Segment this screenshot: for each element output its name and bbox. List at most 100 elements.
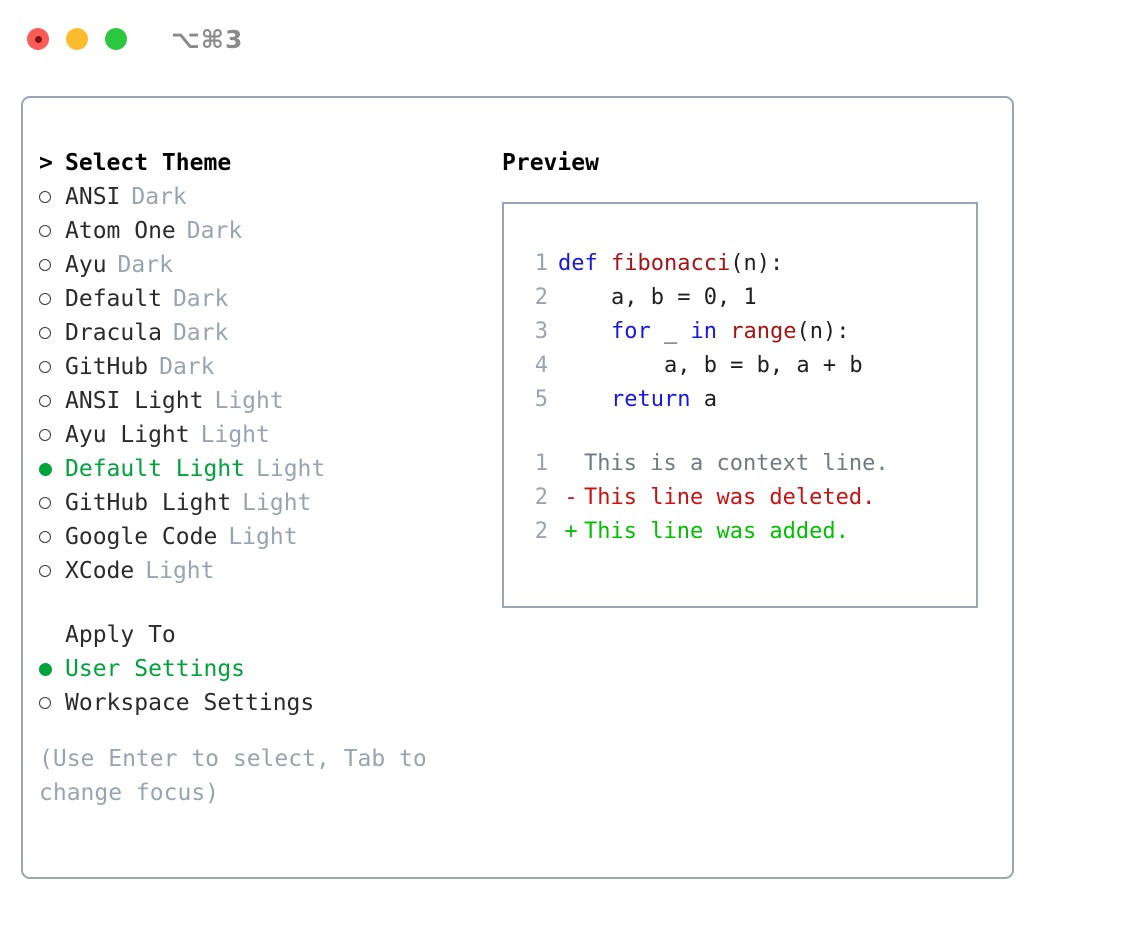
title-bar: ⌥⌘3: [0, 0, 1140, 78]
theme-list-item[interactable]: Ayu Dark: [39, 248, 469, 282]
radio-unselected-icon: [39, 395, 65, 407]
code-line-number: 2: [534, 284, 548, 310]
apply-to-option[interactable]: Workspace Settings: [39, 686, 469, 720]
diff-marker: [558, 451, 584, 476]
bullet-shape: [39, 293, 51, 305]
apply-to-label: Workspace Settings: [65, 690, 315, 716]
theme-appearance-tag: Dark: [186, 218, 243, 244]
radio-unselected-icon: [39, 531, 65, 543]
theme-appearance-tag: Dark: [131, 184, 187, 210]
bullet-shape: [39, 429, 51, 441]
theme-appearance-tag: Light: [214, 388, 284, 414]
bullet-shape: [39, 225, 51, 237]
code-token: return: [610, 386, 691, 412]
theme-list-item[interactable]: Atom One Dark: [39, 214, 469, 248]
minimize-button[interactable]: [66, 28, 88, 50]
diff-line-text: This is a context line.: [584, 450, 889, 476]
diff-line: 1 This is a context line.: [504, 446, 976, 480]
code-line: 1 def fibonacci(n):: [504, 246, 976, 280]
theme-appearance-tag: Light: [256, 456, 326, 482]
diff-line-number: 1: [534, 450, 548, 476]
code-token: for: [610, 318, 651, 344]
code-token: (n):: [730, 250, 784, 276]
code-token: [558, 319, 611, 344]
radio-unselected-icon: [39, 259, 65, 271]
maximize-button[interactable]: [105, 28, 127, 50]
bullet-shape: [39, 191, 51, 203]
diff-spacer: [504, 416, 976, 446]
code-token: fibonacci: [610, 250, 731, 276]
bullet-shape: [39, 565, 51, 577]
bullet-shape: [39, 497, 51, 509]
code-token: _: [650, 318, 691, 344]
theme-name: ANSI: [65, 184, 121, 210]
radio-selected-icon: [39, 662, 65, 676]
code-token: range: [730, 318, 797, 344]
select-theme-header: > Select Theme: [39, 146, 469, 180]
preview-title: Preview: [502, 150, 599, 176]
apply-to-option[interactable]: User Settings: [39, 652, 469, 686]
diff-line-text: This line was added.: [584, 518, 849, 544]
theme-name: GitHub: [65, 354, 149, 380]
theme-name: Ayu Light: [65, 422, 190, 448]
radio-unselected-icon: [39, 225, 65, 237]
theme-appearance-tag: Dark: [159, 354, 215, 380]
close-button[interactable]: [27, 28, 49, 50]
bullet-shape: [39, 395, 51, 407]
bullet-shape: [39, 662, 52, 676]
code-line: 4 a, b = b, a + b: [504, 348, 976, 382]
caret-icon: >: [39, 150, 53, 176]
code-token: (n):: [796, 318, 850, 344]
radio-unselected-icon: [39, 361, 65, 373]
radio-unselected-icon: [39, 429, 65, 441]
theme-name: Ayu: [65, 252, 107, 278]
theme-appearance-tag: Dark: [172, 286, 229, 312]
radio-unselected-icon: [39, 497, 65, 509]
radio-selected-icon: [39, 462, 65, 476]
theme-name: Atom One: [65, 218, 176, 244]
select-theme-title: Select Theme: [65, 150, 232, 176]
code-line: 5 return a: [504, 382, 976, 416]
bullet-shape: [39, 462, 52, 476]
theme-name: ANSI Light: [65, 388, 204, 414]
diff-sample: 1 This is a context line.2-This line was…: [504, 446, 976, 548]
radio-unselected-icon: [39, 191, 65, 203]
theme-list-item[interactable]: ANSI Light Light: [39, 384, 469, 418]
keyboard-shortcut-label: ⌥⌘3: [171, 24, 244, 54]
theme-list-item[interactable]: GitHub Light Light: [39, 486, 469, 520]
diff-marker: +: [564, 518, 578, 544]
code-line-text: a, b = b, a + b: [558, 353, 863, 378]
diff-line: 2-This line was deleted.: [504, 480, 976, 514]
bullet-shape: [39, 327, 51, 339]
code-line-text: def fibonacci(n):: [558, 251, 783, 276]
theme-name: GitHub Light: [65, 490, 232, 516]
code-line: 3 for _ in range(n):: [504, 314, 976, 348]
list-spacer: [39, 588, 469, 618]
apply-to-label: User Settings: [65, 656, 246, 682]
bullet-shape: [39, 361, 51, 373]
theme-list-item[interactable]: ANSI Dark: [39, 180, 469, 214]
bullet-shape: [39, 259, 51, 271]
theme-appearance-tag: Dark: [117, 252, 173, 278]
theme-appearance-tag: Light: [242, 490, 312, 516]
code-line-number: 1: [534, 250, 548, 276]
code-line-number: 5: [534, 386, 548, 412]
theme-list-item[interactable]: GitHub Dark: [39, 350, 469, 384]
bullet-shape: [39, 697, 51, 709]
code-line-number: 3: [534, 318, 548, 344]
code-line-text: for _ in range(n):: [558, 319, 849, 344]
theme-name: Google Code: [65, 524, 218, 550]
